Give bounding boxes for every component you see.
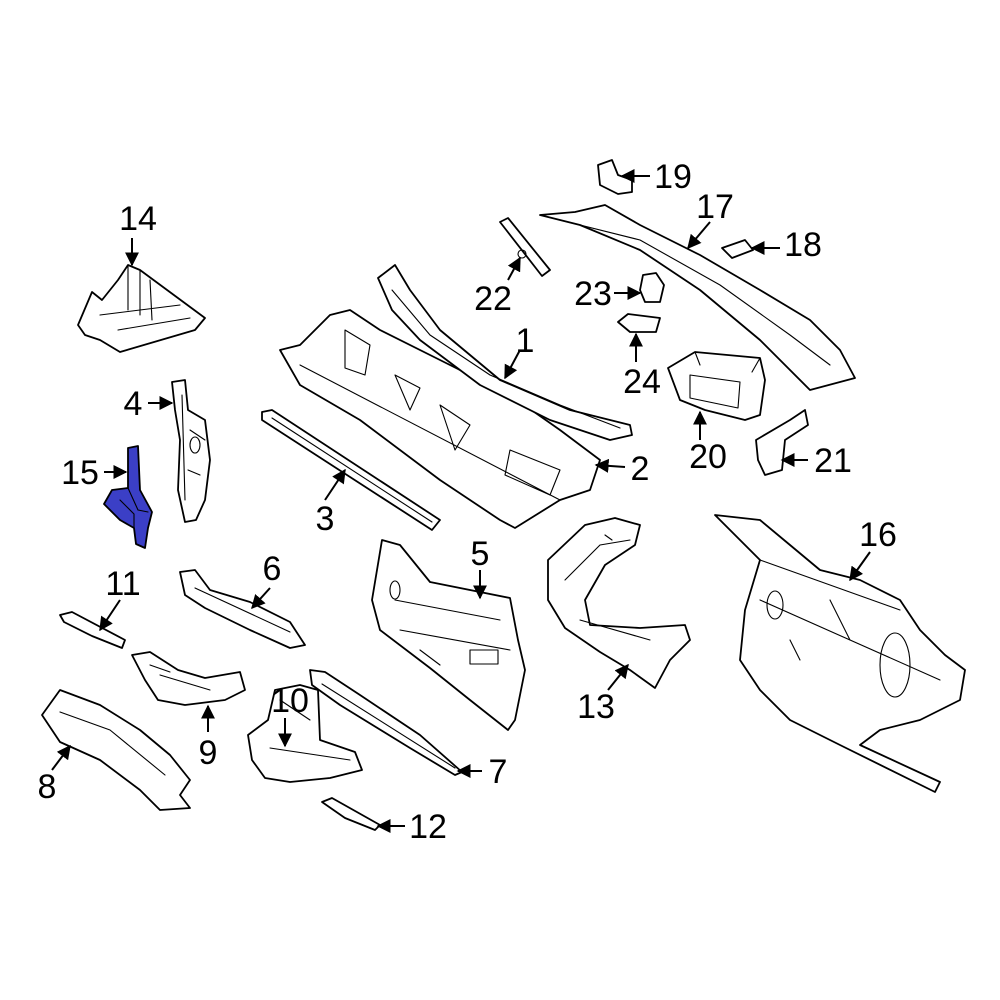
callout-3[interactable]: 3 [316,500,335,538]
callout-2[interactable]: 2 [631,450,650,488]
part-20-vent-box[interactable] [667,351,766,421]
callout-21[interactable]: 21 [814,442,852,480]
callout-labels: 1 2 3 4 5 6 7 8 9 10 11 12 13 14 15 16 1… [38,158,897,846]
leader-6 [251,587,271,610]
leader-16 [849,551,871,582]
leader-8 [51,744,71,771]
leader-17 [687,221,711,250]
part-22-seal[interactable] [499,217,551,277]
callout-14[interactable]: 14 [119,200,157,238]
leader-13 [607,663,629,691]
part-14-bracket[interactable] [77,264,206,353]
part-21-bracket[interactable] [755,409,809,476]
part-18-pad[interactable] [721,239,754,259]
callout-24[interactable]: 24 [623,363,661,401]
part-4-bracket[interactable] [171,379,211,523]
callout-20[interactable]: 20 [689,438,727,476]
leader-11 [99,599,121,632]
part-13-reinforcement[interactable] [547,517,691,689]
callout-13[interactable]: 13 [577,688,615,726]
part-5-firewall-panel[interactable] [371,539,526,731]
leader-3 [324,468,346,501]
callout-7[interactable]: 7 [489,753,508,791]
callout-23[interactable]: 23 [574,275,612,313]
leader-1 [504,349,521,380]
callout-8[interactable]: 8 [38,768,57,806]
callout-15[interactable]: 15 [61,454,99,492]
leader-22 [507,256,521,281]
part-8-rail[interactable] [41,689,191,811]
callout-18[interactable]: 18 [784,226,822,264]
part-23-clip[interactable] [639,272,665,303]
callout-6[interactable]: 6 [263,550,282,588]
callout-4[interactable]: 4 [124,385,143,423]
part-24-clip[interactable] [617,313,661,333]
callout-11[interactable]: 11 [105,565,140,603]
part-17-cowl-rail[interactable] [539,204,856,391]
callout-22[interactable]: 22 [474,280,512,318]
part-11-plate[interactable] [59,611,126,649]
leader-2 [594,458,626,473]
part-16-dash-panel[interactable] [714,514,966,793]
callout-17[interactable]: 17 [696,188,734,226]
callout-19[interactable]: 19 [654,158,692,196]
part-3-strip[interactable] [261,409,441,531]
callout-16[interactable]: 16 [859,516,897,554]
part-1-upper-cowl[interactable] [377,264,633,441]
part-6-brace[interactable] [179,569,306,649]
part-10-bracket[interactable] [247,684,363,783]
part-12-plate[interactable] [321,797,381,831]
callout-10[interactable]: 10 [271,682,309,720]
callout-5[interactable]: 5 [471,535,490,573]
leader-lines [51,169,871,833]
callout-12[interactable]: 12 [409,808,447,846]
part-15-bracket[interactable] [103,445,153,549]
part-19-clip[interactable] [597,159,633,195]
part-9-bracket[interactable] [131,651,246,706]
callout-9[interactable]: 9 [199,734,218,772]
callout-1[interactable]: 1 [516,322,535,360]
